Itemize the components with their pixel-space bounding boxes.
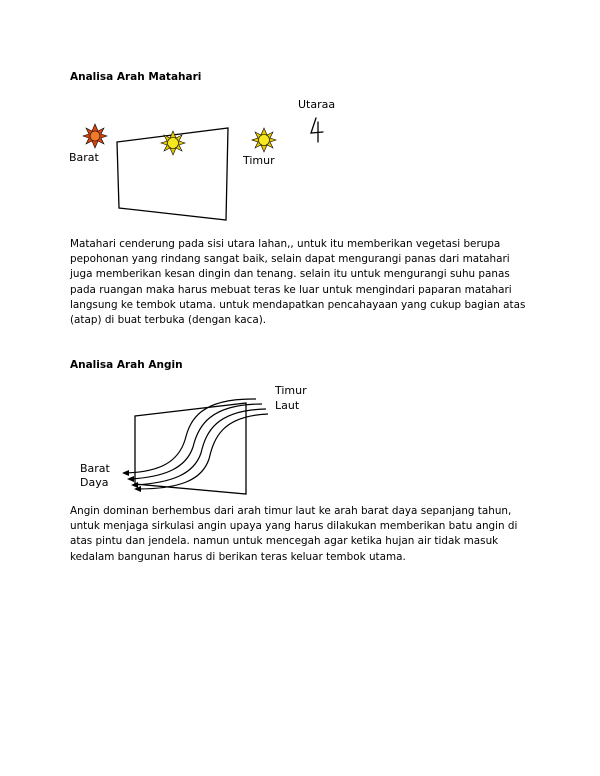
label-northeast-line1: Timur <box>275 384 307 397</box>
sun-east-icon <box>251 127 277 153</box>
heading-wind-analysis: Analisa Arah Angin <box>70 359 183 371</box>
label-northeast-line2: Laut <box>275 399 300 412</box>
heading-sun-analysis: Analisa Arah Matahari <box>70 71 202 83</box>
paragraph-sun-analysis: Matahari cenderung pada sisi utara lahan… <box>70 238 526 327</box>
label-west: Barat <box>69 151 99 164</box>
wind-arrows <box>124 398 269 490</box>
sun-center-icon <box>160 130 186 156</box>
site-plot-outline <box>116 127 229 221</box>
label-north: Utaraa <box>298 98 336 111</box>
sun-west-icon <box>82 123 108 149</box>
paragraph-wind-analysis: Angin dominan berhembus dari arah timur … <box>70 505 518 563</box>
wind-arrowheads <box>122 470 141 492</box>
wind-arrow-4 <box>136 413 269 490</box>
north-mark-icon <box>310 117 324 143</box>
wind-arrow-1 <box>124 398 257 474</box>
wind-arrow-3 <box>133 408 267 486</box>
wind-arrow-2 <box>129 403 263 480</box>
label-east: Timur <box>243 154 275 167</box>
label-southwest-line2: Daya <box>80 476 109 489</box>
label-southwest-line1: Barat <box>80 462 110 475</box>
